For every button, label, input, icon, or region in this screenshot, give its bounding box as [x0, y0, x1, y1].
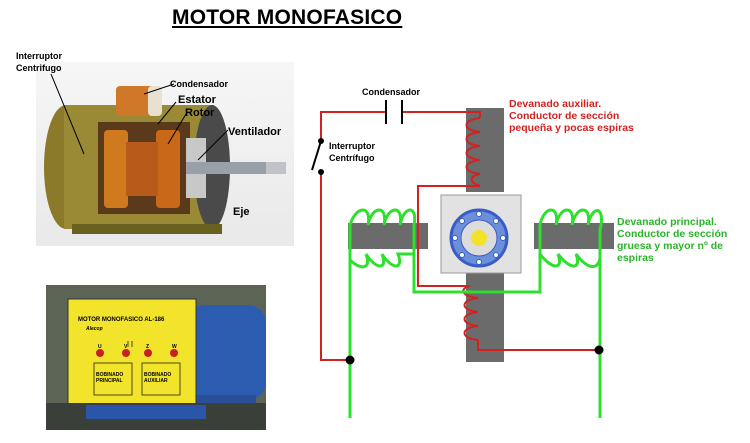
aux-coil-bottom	[462, 285, 479, 341]
label-estator: Estator	[178, 94, 216, 106]
motor-body	[186, 305, 266, 400]
main-wiring	[348, 208, 603, 418]
main-coil-left-under	[348, 252, 414, 269]
terminal-w	[170, 349, 178, 357]
label-ventilador: Ventilador	[228, 126, 282, 138]
rotor-slots	[452, 211, 506, 265]
capacitor-body	[116, 86, 158, 116]
label-condensador-photo: Condensador	[170, 79, 229, 89]
label-interruptor: Interruptor Centrífugo	[329, 141, 375, 163]
panel-terminal-z: Z	[146, 344, 150, 350]
stator-winding-right	[156, 130, 180, 208]
label-eje: Eje	[233, 206, 250, 218]
panel-heading: MOTOR MONOFASICO AL-186	[78, 317, 165, 323]
terminal-v	[122, 349, 130, 357]
rotor-core	[126, 142, 158, 196]
capacitor-cap	[148, 86, 162, 116]
panel-terminal-w: W	[172, 344, 177, 350]
label-devanado-auxiliar: Devanado auxiliar. Conductor de sección …	[509, 98, 634, 134]
trainer-motor-photo	[46, 285, 266, 430]
trainer-drawing	[46, 285, 266, 430]
label-devanado-principal: Devanado principal. Conductor de sección…	[617, 216, 728, 264]
stator-winding-left	[104, 130, 128, 208]
motor-cutaway-photo	[36, 62, 294, 246]
label-condensador: Condensador	[362, 87, 421, 97]
panel-terminal-u: U	[98, 344, 102, 350]
main-coil-path	[348, 208, 603, 418]
switch-contact-bottom	[318, 169, 324, 175]
switch-blade	[311, 140, 322, 171]
label-interruptor-photo: Interruptor Centrifugo	[16, 51, 62, 73]
auxiliary-wiring	[320, 111, 599, 361]
page-title: MOTOR MONOFASICO	[172, 6, 403, 29]
panel-box-main: BOBINADO PRINCIPAL	[96, 372, 124, 384]
panel-box-aux: BOBINADO AUXILIAR	[144, 372, 172, 384]
motor-shaft	[186, 162, 286, 174]
terminal-u	[96, 349, 104, 357]
junction-left	[345, 355, 355, 365]
motor-cutaway-drawing	[44, 73, 286, 234]
main-coil-right-under	[538, 253, 602, 268]
core-bottom	[466, 272, 504, 362]
core-left	[348, 223, 428, 249]
panel-terminal-v: V	[124, 344, 128, 350]
terminal-z	[144, 349, 152, 357]
rotor-center	[471, 230, 487, 246]
aux-coil-top	[465, 117, 481, 187]
panel-brand: Alecop	[86, 326, 103, 332]
junction-right	[594, 345, 604, 355]
label-rotor: Rotor	[185, 107, 215, 119]
